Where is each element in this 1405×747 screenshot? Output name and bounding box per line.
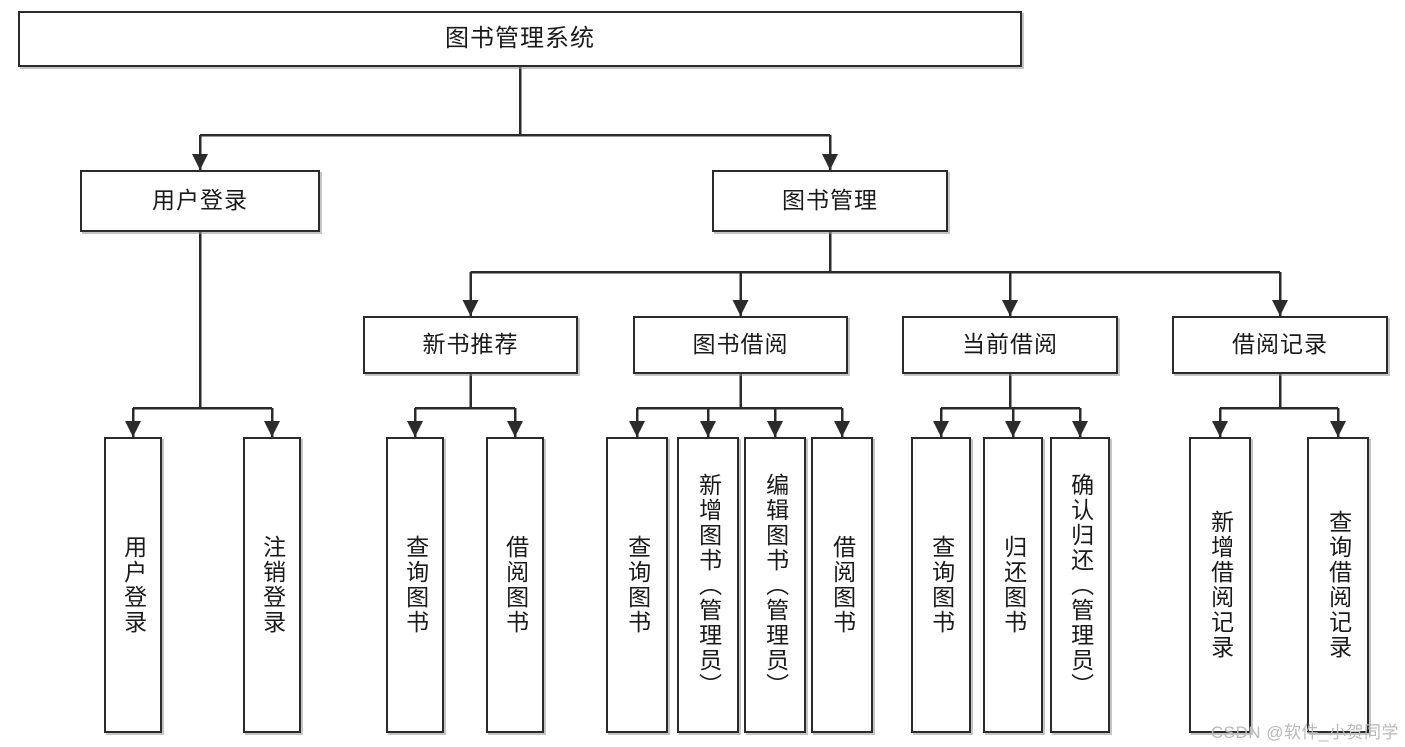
node-label: 图书借阅 [692, 331, 789, 358]
leaf-return-book[interactable]: 归还图书 [983, 437, 1043, 733]
node-label: 归还图书 [1000, 535, 1027, 635]
node-label: 用户登录 [120, 535, 147, 635]
node-label: 借阅记录 [1232, 331, 1328, 358]
node-label: 编辑图书（管理员） [762, 472, 789, 698]
node-current-borrow[interactable]: 当前借阅 [902, 316, 1118, 374]
node-label: 当前借阅 [962, 331, 1058, 358]
node-label: 查询图书 [624, 535, 651, 635]
node-label: 借阅图书 [502, 535, 529, 635]
node-label: 新增借阅记录 [1207, 510, 1234, 660]
leaf-query-book-current[interactable]: 查询图书 [911, 437, 971, 733]
node-new-book-recommendation[interactable]: 新书推荐 [363, 316, 578, 374]
node-label: 用户登录 [152, 187, 248, 214]
leaf-borrow-book-recommend[interactable]: 借阅图书 [486, 437, 544, 733]
leaf-borrow-book[interactable]: 借阅图书 [811, 437, 873, 733]
node-book-management[interactable]: 图书管理 [712, 170, 948, 232]
node-label: 查询借阅记录 [1325, 510, 1352, 660]
node-label: 新书推荐 [422, 331, 519, 358]
node-user-login[interactable]: 用户登录 [80, 170, 320, 232]
leaf-query-borrow-record[interactable]: 查询借阅记录 [1307, 437, 1369, 733]
leaf-logout[interactable]: 注销登录 [243, 437, 301, 733]
node-label: 查询图书 [928, 535, 955, 635]
node-label: 注销登录 [259, 535, 286, 635]
leaf-user-login[interactable]: 用户登录 [104, 437, 162, 733]
leaf-confirm-return-admin[interactable]: 确认归还（管理员） [1050, 437, 1110, 733]
node-label: 借阅图书 [829, 535, 856, 635]
watermark: CSDN @软件_小贺同学 [1210, 723, 1399, 742]
node-book-borrow[interactable]: 图书借阅 [633, 316, 848, 374]
node-label: 新增图书（管理员） [695, 472, 722, 698]
node-label: 确认归还（管理员） [1067, 472, 1094, 698]
leaf-add-book-admin[interactable]: 新增图书（管理员） [677, 437, 739, 733]
leaf-query-book-borrow[interactable]: 查询图书 [606, 437, 668, 733]
node-borrow-record[interactable]: 借阅记录 [1172, 316, 1388, 374]
node-label: 查询图书 [402, 535, 429, 635]
leaf-query-book-recommend[interactable]: 查询图书 [386, 437, 444, 733]
node-root-book-management-system[interactable]: 图书管理系统 [18, 11, 1022, 67]
leaf-add-borrow-record[interactable]: 新增借阅记录 [1189, 437, 1251, 733]
leaf-edit-book-admin[interactable]: 编辑图书（管理员） [744, 437, 806, 733]
node-label: 图书管理 [782, 187, 878, 214]
node-label: 图书管理系统 [445, 24, 595, 52]
